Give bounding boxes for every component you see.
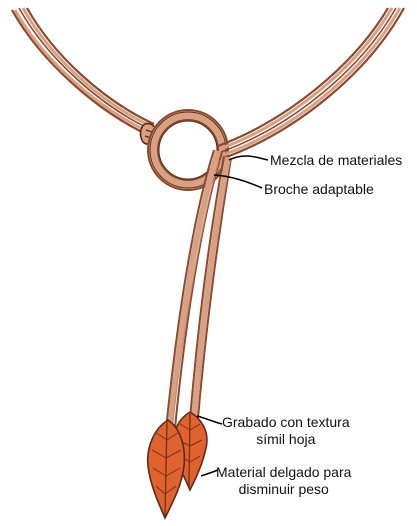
left-cord — [12, 8, 154, 136]
annotation-grabado-line2: símil hoja — [222, 431, 350, 448]
right-cord — [218, 8, 404, 158]
leaf-pendants — [148, 412, 207, 518]
annotation-grabado-con-textura: Grabado con textura símil hoja — [222, 414, 350, 448]
annotation-broche-adaptable: Broche adaptable — [264, 181, 374, 198]
annotation-mezcla-de-materiales: Mezcla de materiales — [270, 152, 402, 169]
annotation-material-line2: disminuir peso — [216, 481, 351, 498]
pendant-cords — [166, 150, 231, 430]
annotation-material-delgado: Material delgado para disminuir peso — [216, 464, 351, 498]
annotation-grabado-line1: Grabado con textura — [222, 414, 350, 431]
annotation-material-line1: Material delgado para — [216, 464, 351, 481]
